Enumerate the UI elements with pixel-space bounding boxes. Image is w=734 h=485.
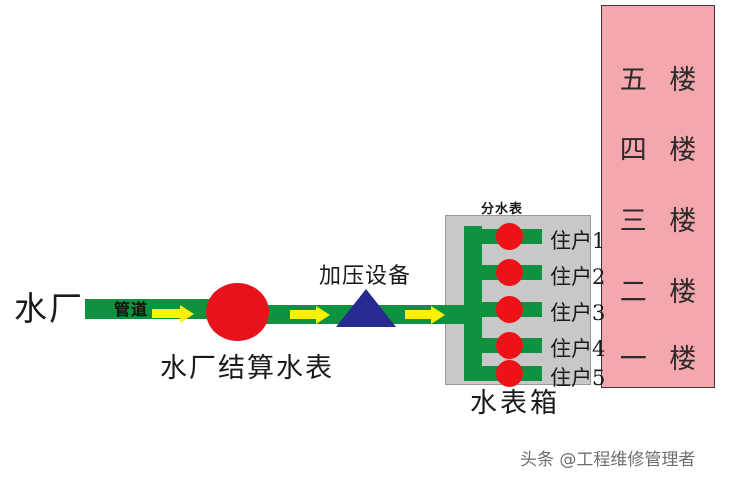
building-floor-1: 一 楼 xyxy=(619,344,704,375)
branch-meter-icon-3 xyxy=(496,296,523,323)
building-floor-3: 三 楼 xyxy=(619,206,704,237)
watermark-text: 头条 @工程维修管理者 xyxy=(520,450,696,470)
building-floor-5: 五 楼 xyxy=(619,65,704,96)
booster-equipment-label: 加压设备 xyxy=(319,264,412,289)
household-label-2: 住户2 xyxy=(550,265,606,289)
water-plant-label: 水厂 xyxy=(14,289,84,328)
branch-meter-icon-2 xyxy=(496,259,523,286)
household-label-1: 住户1 xyxy=(550,229,606,253)
pipeline-label: 管道 xyxy=(114,300,149,319)
household-label-5: 住户5 xyxy=(550,366,606,390)
building-block: 五 楼 四 楼 三 楼 二 楼 一 楼 xyxy=(601,5,715,388)
plant-settlement-meter-icon xyxy=(206,283,269,341)
household-label-3: 住户3 xyxy=(550,301,606,325)
manifold-riser-pipe xyxy=(464,226,482,374)
building-floor-2: 二 楼 xyxy=(619,277,704,308)
branch-meter-label: 分水表 xyxy=(481,202,524,217)
branch-meter-icon-5 xyxy=(496,360,523,387)
plant-settlement-meter-label: 水厂结算水表 xyxy=(160,353,334,384)
meter-box-label: 水表箱 xyxy=(470,388,560,419)
building-floor-4: 四 楼 xyxy=(619,135,704,166)
branch-meter-icon-1 xyxy=(496,223,523,250)
booster-equipment-icon xyxy=(336,289,396,327)
branch-meter-icon-4 xyxy=(496,332,523,359)
household-label-4: 住户4 xyxy=(550,337,606,361)
